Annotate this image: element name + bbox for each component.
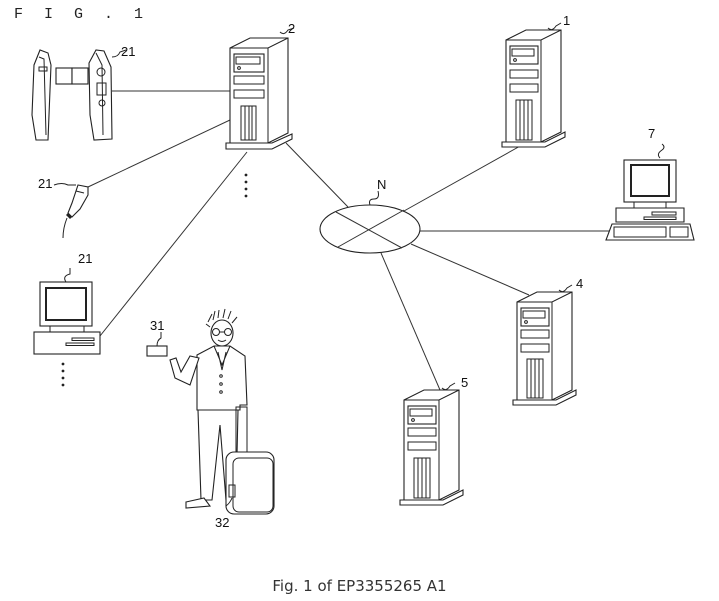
network-cloud-N: N bbox=[319, 177, 421, 254]
label-server-1: 1 bbox=[563, 13, 570, 28]
terminal-7 bbox=[605, 143, 695, 241]
figure-title: F I G . 1 bbox=[14, 6, 150, 23]
figure-caption: Fig. 1 of EP3355265 A1 bbox=[272, 577, 447, 595]
label-card-31: 31 bbox=[150, 318, 164, 333]
link-network-to-server-1 bbox=[403, 144, 523, 212]
link-network-to-server-5 bbox=[380, 252, 441, 391]
handheld-scanner-21 bbox=[53, 183, 89, 239]
label-network: N bbox=[377, 177, 386, 192]
label-pc-21: 21 bbox=[78, 251, 92, 266]
link-server-2-to-network bbox=[285, 142, 349, 208]
label-luggage-32: 32 bbox=[215, 515, 229, 530]
desktop-pc-21 bbox=[33, 268, 101, 355]
ellipsis-marker-terminals bbox=[61, 362, 65, 387]
network-diagram: N 2 1 bbox=[31, 13, 695, 530]
label-server-2: 2 bbox=[288, 21, 295, 36]
security-gate-21 bbox=[31, 49, 127, 141]
label-server-4: 4 bbox=[576, 276, 583, 291]
ellipsis-marker-server-2 bbox=[244, 173, 248, 198]
link-scanner-to-server-2 bbox=[87, 119, 231, 188]
server-1 bbox=[501, 22, 566, 148]
label-gate-21: 21 bbox=[121, 44, 135, 59]
traveler-figure bbox=[146, 308, 275, 515]
server-2 bbox=[225, 27, 295, 150]
connection-lines bbox=[87, 90, 611, 391]
server-4 bbox=[512, 284, 577, 406]
label-server-5: 5 bbox=[461, 375, 468, 390]
server-5 bbox=[399, 382, 464, 506]
link-network-to-server-4 bbox=[410, 243, 530, 296]
label-scanner-21: 21 bbox=[38, 176, 52, 191]
link-pc-to-server-2 bbox=[99, 151, 248, 337]
label-terminal-7: 7 bbox=[648, 126, 655, 141]
